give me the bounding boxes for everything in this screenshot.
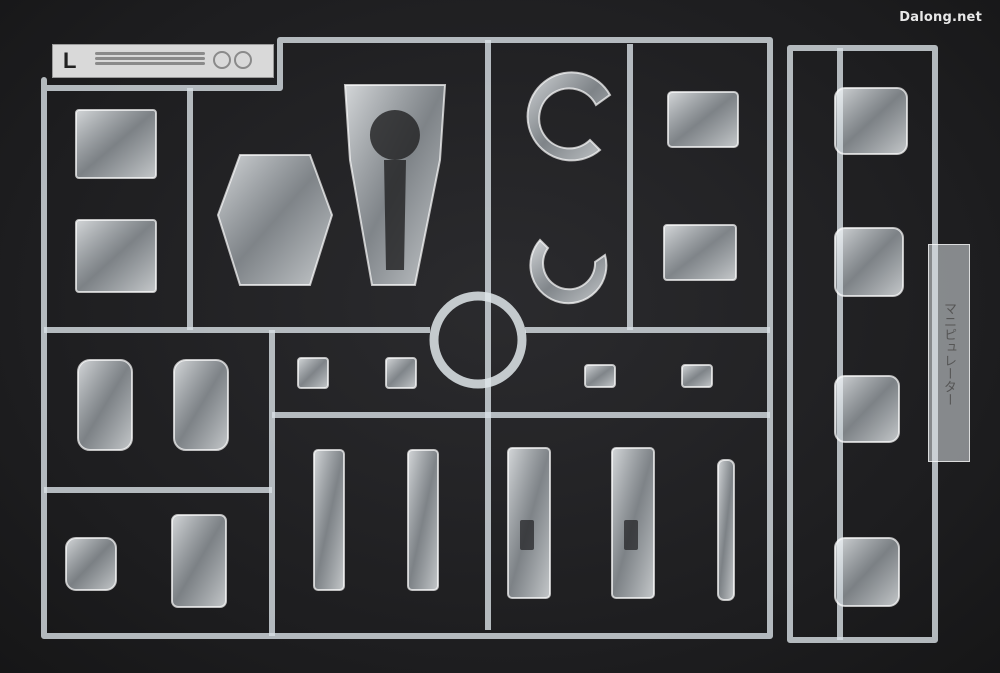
part-bracket-left-lower [75, 219, 157, 293]
part-h-bracket [663, 224, 737, 281]
limb-4-slot [624, 520, 638, 550]
runner-label-print [95, 50, 205, 72]
part-block-lower-left [171, 514, 227, 608]
part-small-joint-b [385, 357, 417, 389]
part-shoulder-cap-b [173, 359, 229, 451]
part-limb-1 [313, 449, 345, 591]
part-waist-hex [216, 154, 334, 286]
part-c-ring-upper [526, 71, 612, 162]
part-small-joint-d [681, 364, 713, 388]
keyhole-cutout [369, 110, 420, 270]
limb-3-slot [520, 520, 534, 550]
runner-label-tag: L [52, 44, 274, 78]
part-hand-3 [834, 375, 900, 443]
side-tab-text: マニピュレーター [941, 302, 956, 406]
part-knee-cap [65, 537, 117, 591]
runner-letter: L [63, 48, 77, 73]
part-small-joint-a [297, 357, 329, 389]
outer-runner-left [41, 37, 773, 639]
runner-label-logos [213, 50, 269, 72]
part-peg-column [717, 459, 735, 601]
part-limb-2 [407, 449, 439, 591]
side-tab [928, 244, 970, 462]
part-hand-4 [834, 537, 900, 607]
watermark: Dalong.net [899, 10, 982, 25]
outer-runner-right [787, 45, 938, 643]
part-bracket-left-upper [75, 109, 157, 179]
part-shoulder-cap-a [77, 359, 133, 451]
part-hand-1 [834, 87, 908, 155]
part-bracket-top-right [667, 91, 739, 148]
part-small-joint-c [584, 364, 616, 388]
part-c-ring-lower [529, 238, 608, 305]
part-hand-2 [834, 227, 904, 297]
central-ring [429, 291, 527, 389]
